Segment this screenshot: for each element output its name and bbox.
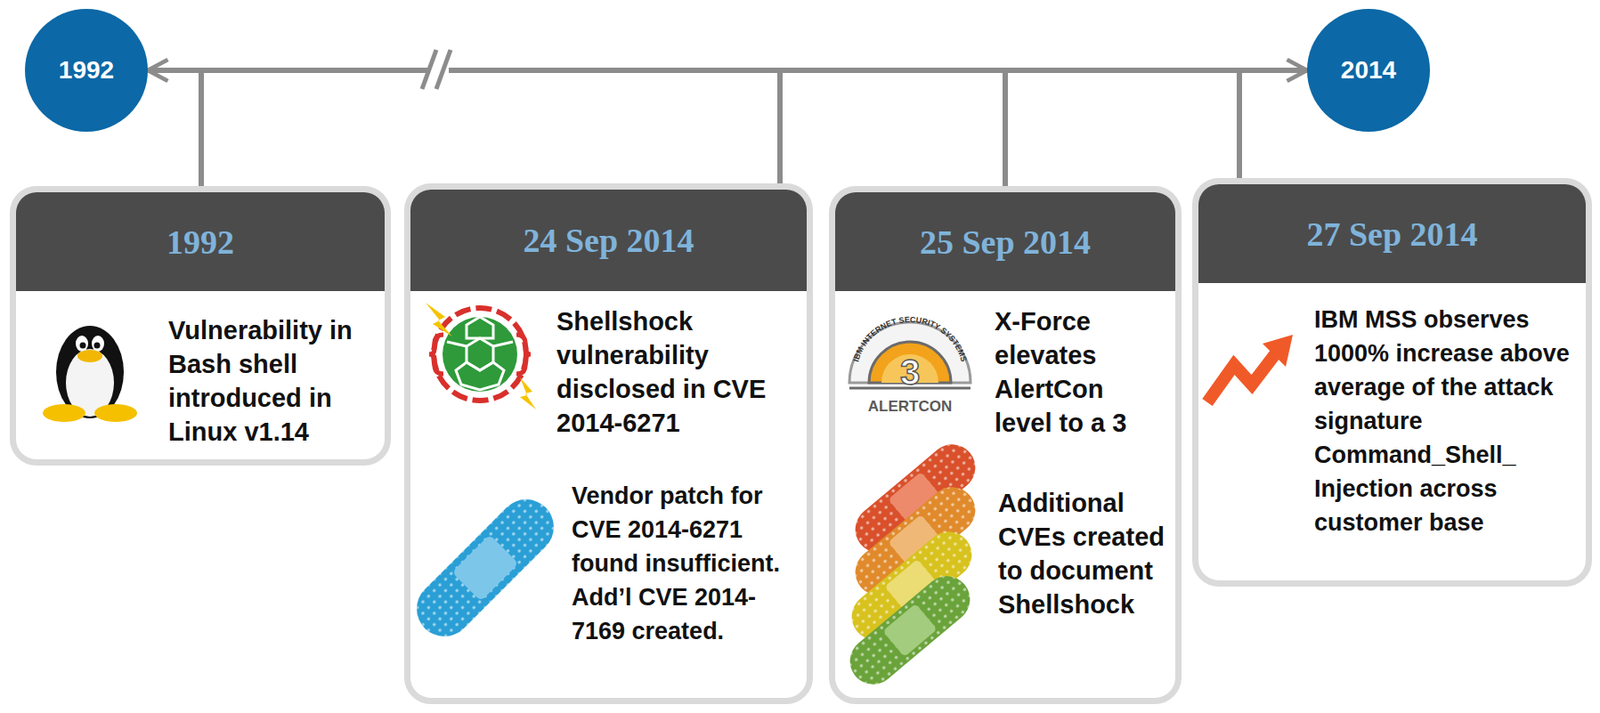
event-text: Vulnerability in Bash shell introduced i… [168, 313, 374, 449]
card-header: 27 Sep 2014 [1198, 184, 1586, 284]
tux-penguin-icon [42, 325, 138, 423]
event-text: Vendor patch for CVE 2014-6271 found ins… [571, 479, 805, 649]
bandage-stack-icon [840, 435, 985, 695]
bandage-icon [405, 487, 566, 649]
date-heading: 1992 [166, 222, 235, 262]
card-header: 1992 [16, 192, 385, 292]
card-header: 24 Sep 2014 [410, 189, 807, 292]
alertcon-gauge: IBM INTERNET SECURITY SYSTEMS3ALERTCON [849, 315, 971, 415]
event-text: IBM MSS observes 1000% increase above av… [1314, 302, 1584, 540]
timeline-stem [201, 70, 1240, 187]
year-label: 1992 [58, 56, 114, 85]
date-heading: 27 Sep 2014 [1306, 214, 1478, 254]
event-card: 24 Sep 2014Shellshock vulnerability disc… [404, 183, 813, 705]
event-text: X-Force elevates AlertCon level to a 3 [994, 304, 1166, 440]
increase-arrow-icon [1207, 334, 1293, 403]
date-heading: 25 Sep 2014 [919, 222, 1091, 262]
year-circle: 2014 [1307, 8, 1430, 132]
event-text: Additional CVEs created to document Shel… [998, 486, 1170, 622]
timeline-break [422, 49, 451, 90]
event-card: 1992Vulnerability in Bash shell introduc… [9, 186, 391, 466]
alert-level-number: 3 [900, 352, 920, 392]
event-text: Shellshock vulnerability disclosed in CV… [556, 304, 797, 440]
timeline-arrow [147, 67, 1308, 74]
year-label: 2014 [1340, 56, 1397, 85]
event-card: 27 Sep 2014IBM MSS observes 1000% increa… [1192, 178, 1592, 587]
year-circle: 1992 [24, 8, 148, 132]
event-card: 25 Sep 2014X-Force elevates AlertCon lev… [828, 186, 1182, 705]
card-header: 25 Sep 2014 [835, 192, 1176, 292]
shellshock-logo [425, 302, 537, 410]
alertcon-wordmark: ALERTCON [868, 397, 952, 415]
date-heading: 24 Sep 2014 [522, 220, 694, 260]
